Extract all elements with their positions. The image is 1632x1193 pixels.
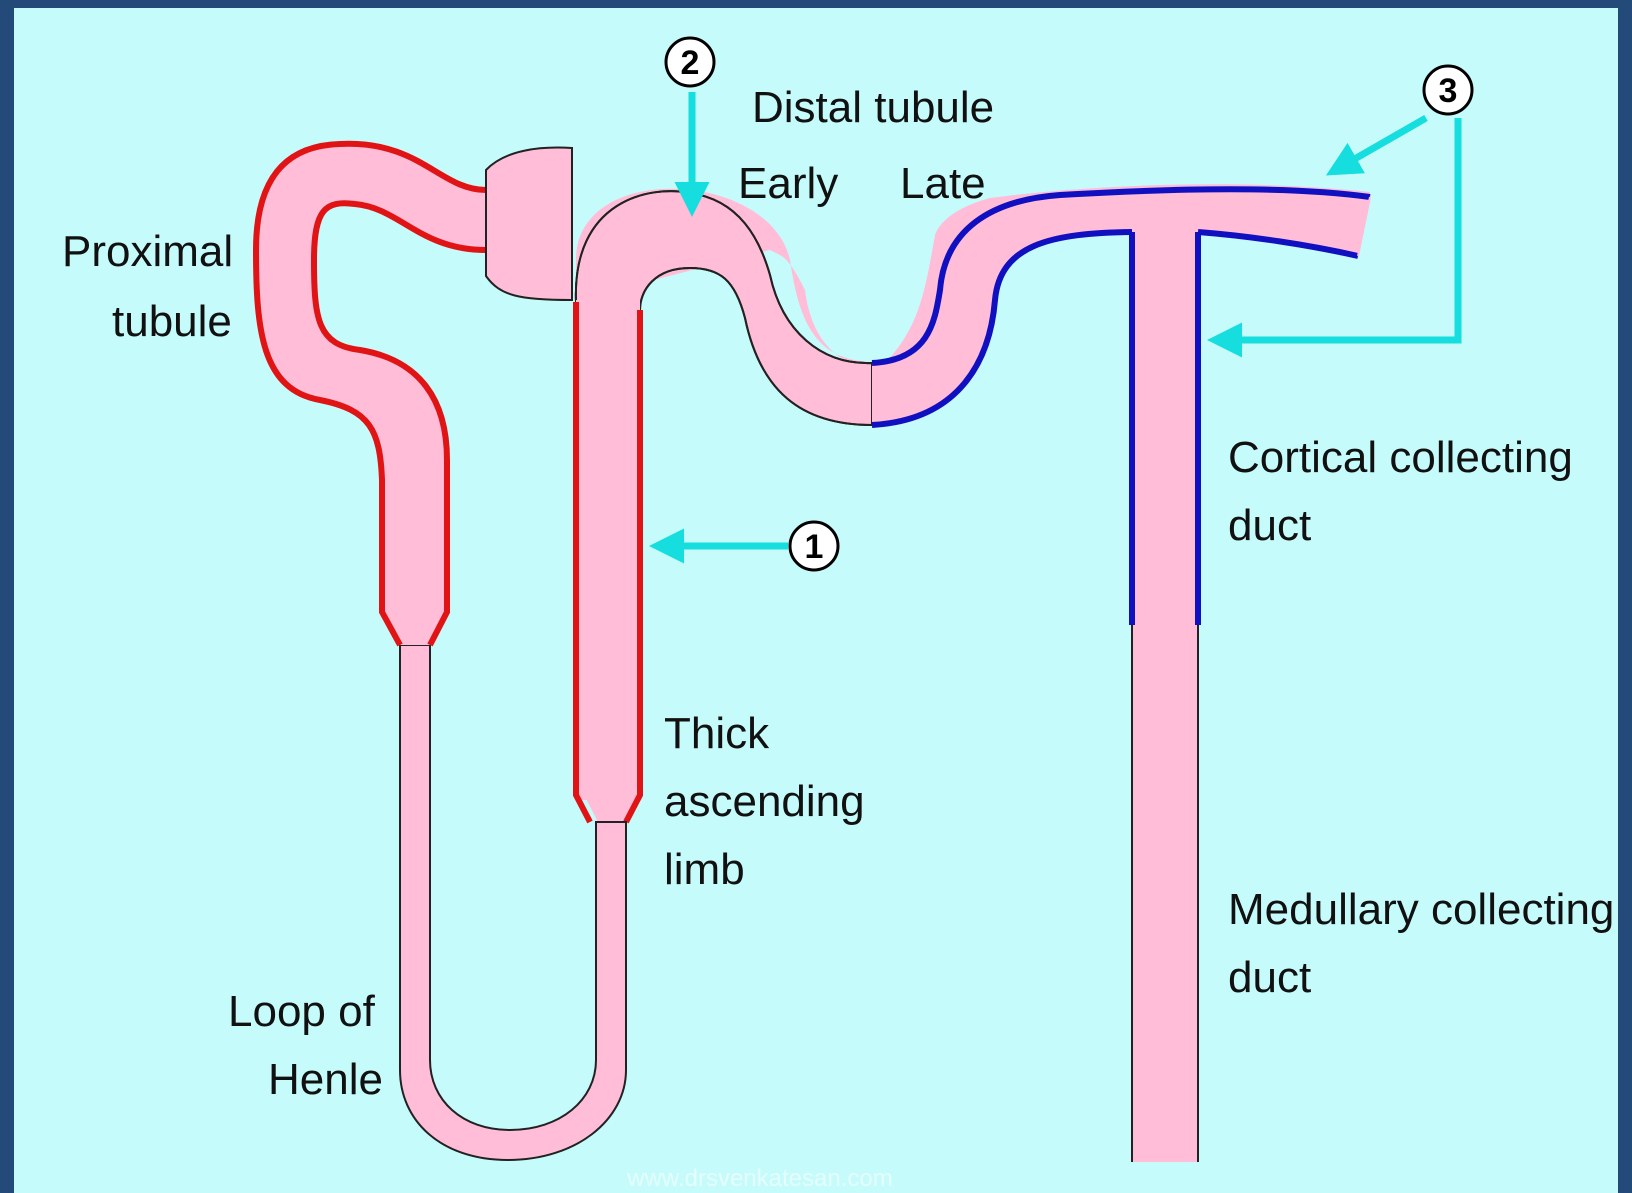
label-medullary-line2: duct bbox=[1228, 953, 1311, 1002]
marker-2: 2 bbox=[666, 38, 714, 86]
label-thick-line1: Thick bbox=[664, 709, 770, 758]
label-proximal-line1: Proximal bbox=[62, 227, 233, 276]
proximal-tubule bbox=[256, 144, 486, 645]
marker-1: 1 bbox=[790, 522, 838, 570]
label-late: Late bbox=[900, 159, 986, 208]
thick-ascending-limb bbox=[576, 300, 640, 822]
bowman-capsule bbox=[486, 148, 572, 300]
label-loop-line2: Henle bbox=[268, 1055, 383, 1104]
label-loop-line1: Loop of bbox=[228, 987, 376, 1036]
collecting-duct bbox=[1132, 232, 1198, 1162]
label-thick-line3: limb bbox=[664, 845, 745, 894]
nephron-diagram: 1 2 3 Proximal tubule Distal tubule Earl… bbox=[14, 8, 1618, 1193]
watermark: www.drsvenkatesan.com bbox=[626, 1165, 892, 1192]
marker-3: 3 bbox=[1424, 66, 1472, 114]
label-medullary-line1: Medullary collecting bbox=[1228, 885, 1614, 934]
marker-3-number: 3 bbox=[1439, 72, 1458, 110]
label-early: Early bbox=[738, 159, 838, 208]
label-cortical-line2: duct bbox=[1228, 501, 1311, 550]
marker-1-number: 1 bbox=[805, 528, 824, 566]
label-thick-line2: ascending bbox=[664, 777, 865, 826]
distal-tubule bbox=[576, 184, 1370, 425]
label-proximal-line2: tubule bbox=[112, 297, 232, 346]
marker-2-number: 2 bbox=[681, 44, 700, 82]
label-cortical-line1: Cortical collecting bbox=[1228, 433, 1573, 482]
diagram-frame: 1 2 3 Proximal tubule Distal tubule Earl… bbox=[14, 8, 1618, 1193]
label-distal-tubule: Distal tubule bbox=[752, 83, 994, 132]
